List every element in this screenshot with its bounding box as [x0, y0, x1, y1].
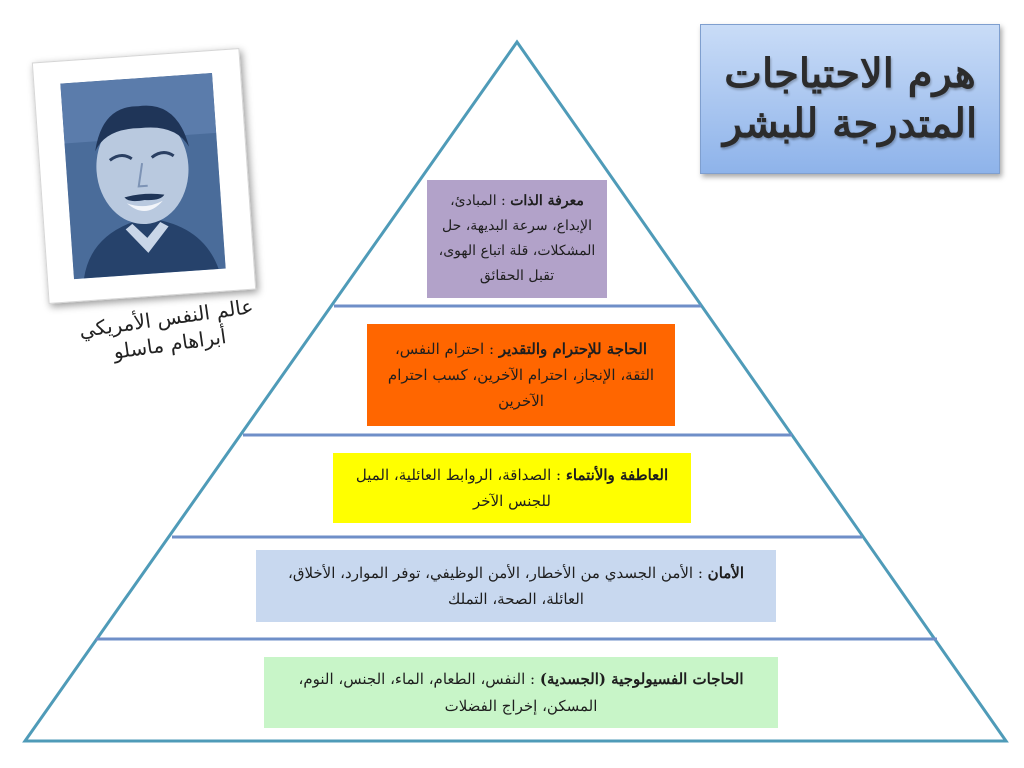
title-line-1: هرم الاحتياجات — [724, 50, 976, 97]
level-description: المبادئ، الإبداع، سرعة البديهة، حل المشك… — [438, 192, 596, 285]
portrait-illustration — [60, 73, 226, 280]
level-self-actualization: معرفة الذات : المبادئ، الإبداع، سرعة الب… — [427, 180, 607, 298]
level-physiological: الحاجات الفسيولوجية (الجسدية) : النفس، ا… — [264, 657, 778, 728]
level-safety: الأمان : الأمن الجسدي من الأخطار، الأمن … — [256, 550, 776, 622]
pyramid-outline — [22, 39, 1009, 743]
level-text: معرفة الذات : المبادئ، الإبداع، سرعة الب… — [437, 189, 597, 290]
level-text: العاطفة والأنتماء : الصداقة، الروابط الع… — [343, 462, 681, 515]
level-text: الحاجة للإحترام والتقدير : احترام النفس،… — [377, 336, 665, 415]
level-description: الأمن الجسدي من الأخطار، الأمن الوظيفي، … — [287, 563, 694, 608]
level-description: النفس، الطعام، الماء، الجنس، النوم، المس… — [298, 670, 598, 715]
level-term: الحاجة للإحترام والتقدير — [498, 339, 648, 358]
level-text: الحاجات الفسيولوجية (الجسدية) : النفس، ا… — [274, 666, 768, 719]
level-term: العاطفة والأنتماء — [565, 465, 669, 484]
level-term: الحاجات الفسيولوجية (الجسدية) — [539, 670, 744, 689]
level-term: معرفة الذات — [510, 192, 584, 209]
level-separator: : — [551, 465, 566, 484]
level-esteem: الحاجة للإحترام والتقدير : احترام النفس،… — [367, 324, 675, 426]
portrait-photo — [60, 73, 226, 280]
level-text: الأمان : الأمن الجسدي من الأخطار، الأمن … — [266, 560, 766, 613]
level-term: الأمان — [707, 563, 745, 582]
level-separator: : — [525, 670, 540, 689]
portrait-frame — [31, 48, 257, 304]
title-line-2: المتدرجة للبشر — [722, 100, 978, 147]
level-separator: : — [496, 192, 511, 209]
title-box: هرم الاحتياجات المتدرجة للبشر — [700, 24, 1000, 174]
level-description: الصداقة، الروابط العائلية، الميل للجنس ا… — [355, 465, 552, 510]
level-separator: : — [484, 339, 499, 358]
level-description: احترام النفس، الثقة، الإنجاز، احترام الآ… — [387, 339, 655, 411]
level-belonging: العاطفة والأنتماء : الصداقة، الروابط الع… — [333, 453, 691, 523]
level-separator: : — [693, 563, 708, 582]
